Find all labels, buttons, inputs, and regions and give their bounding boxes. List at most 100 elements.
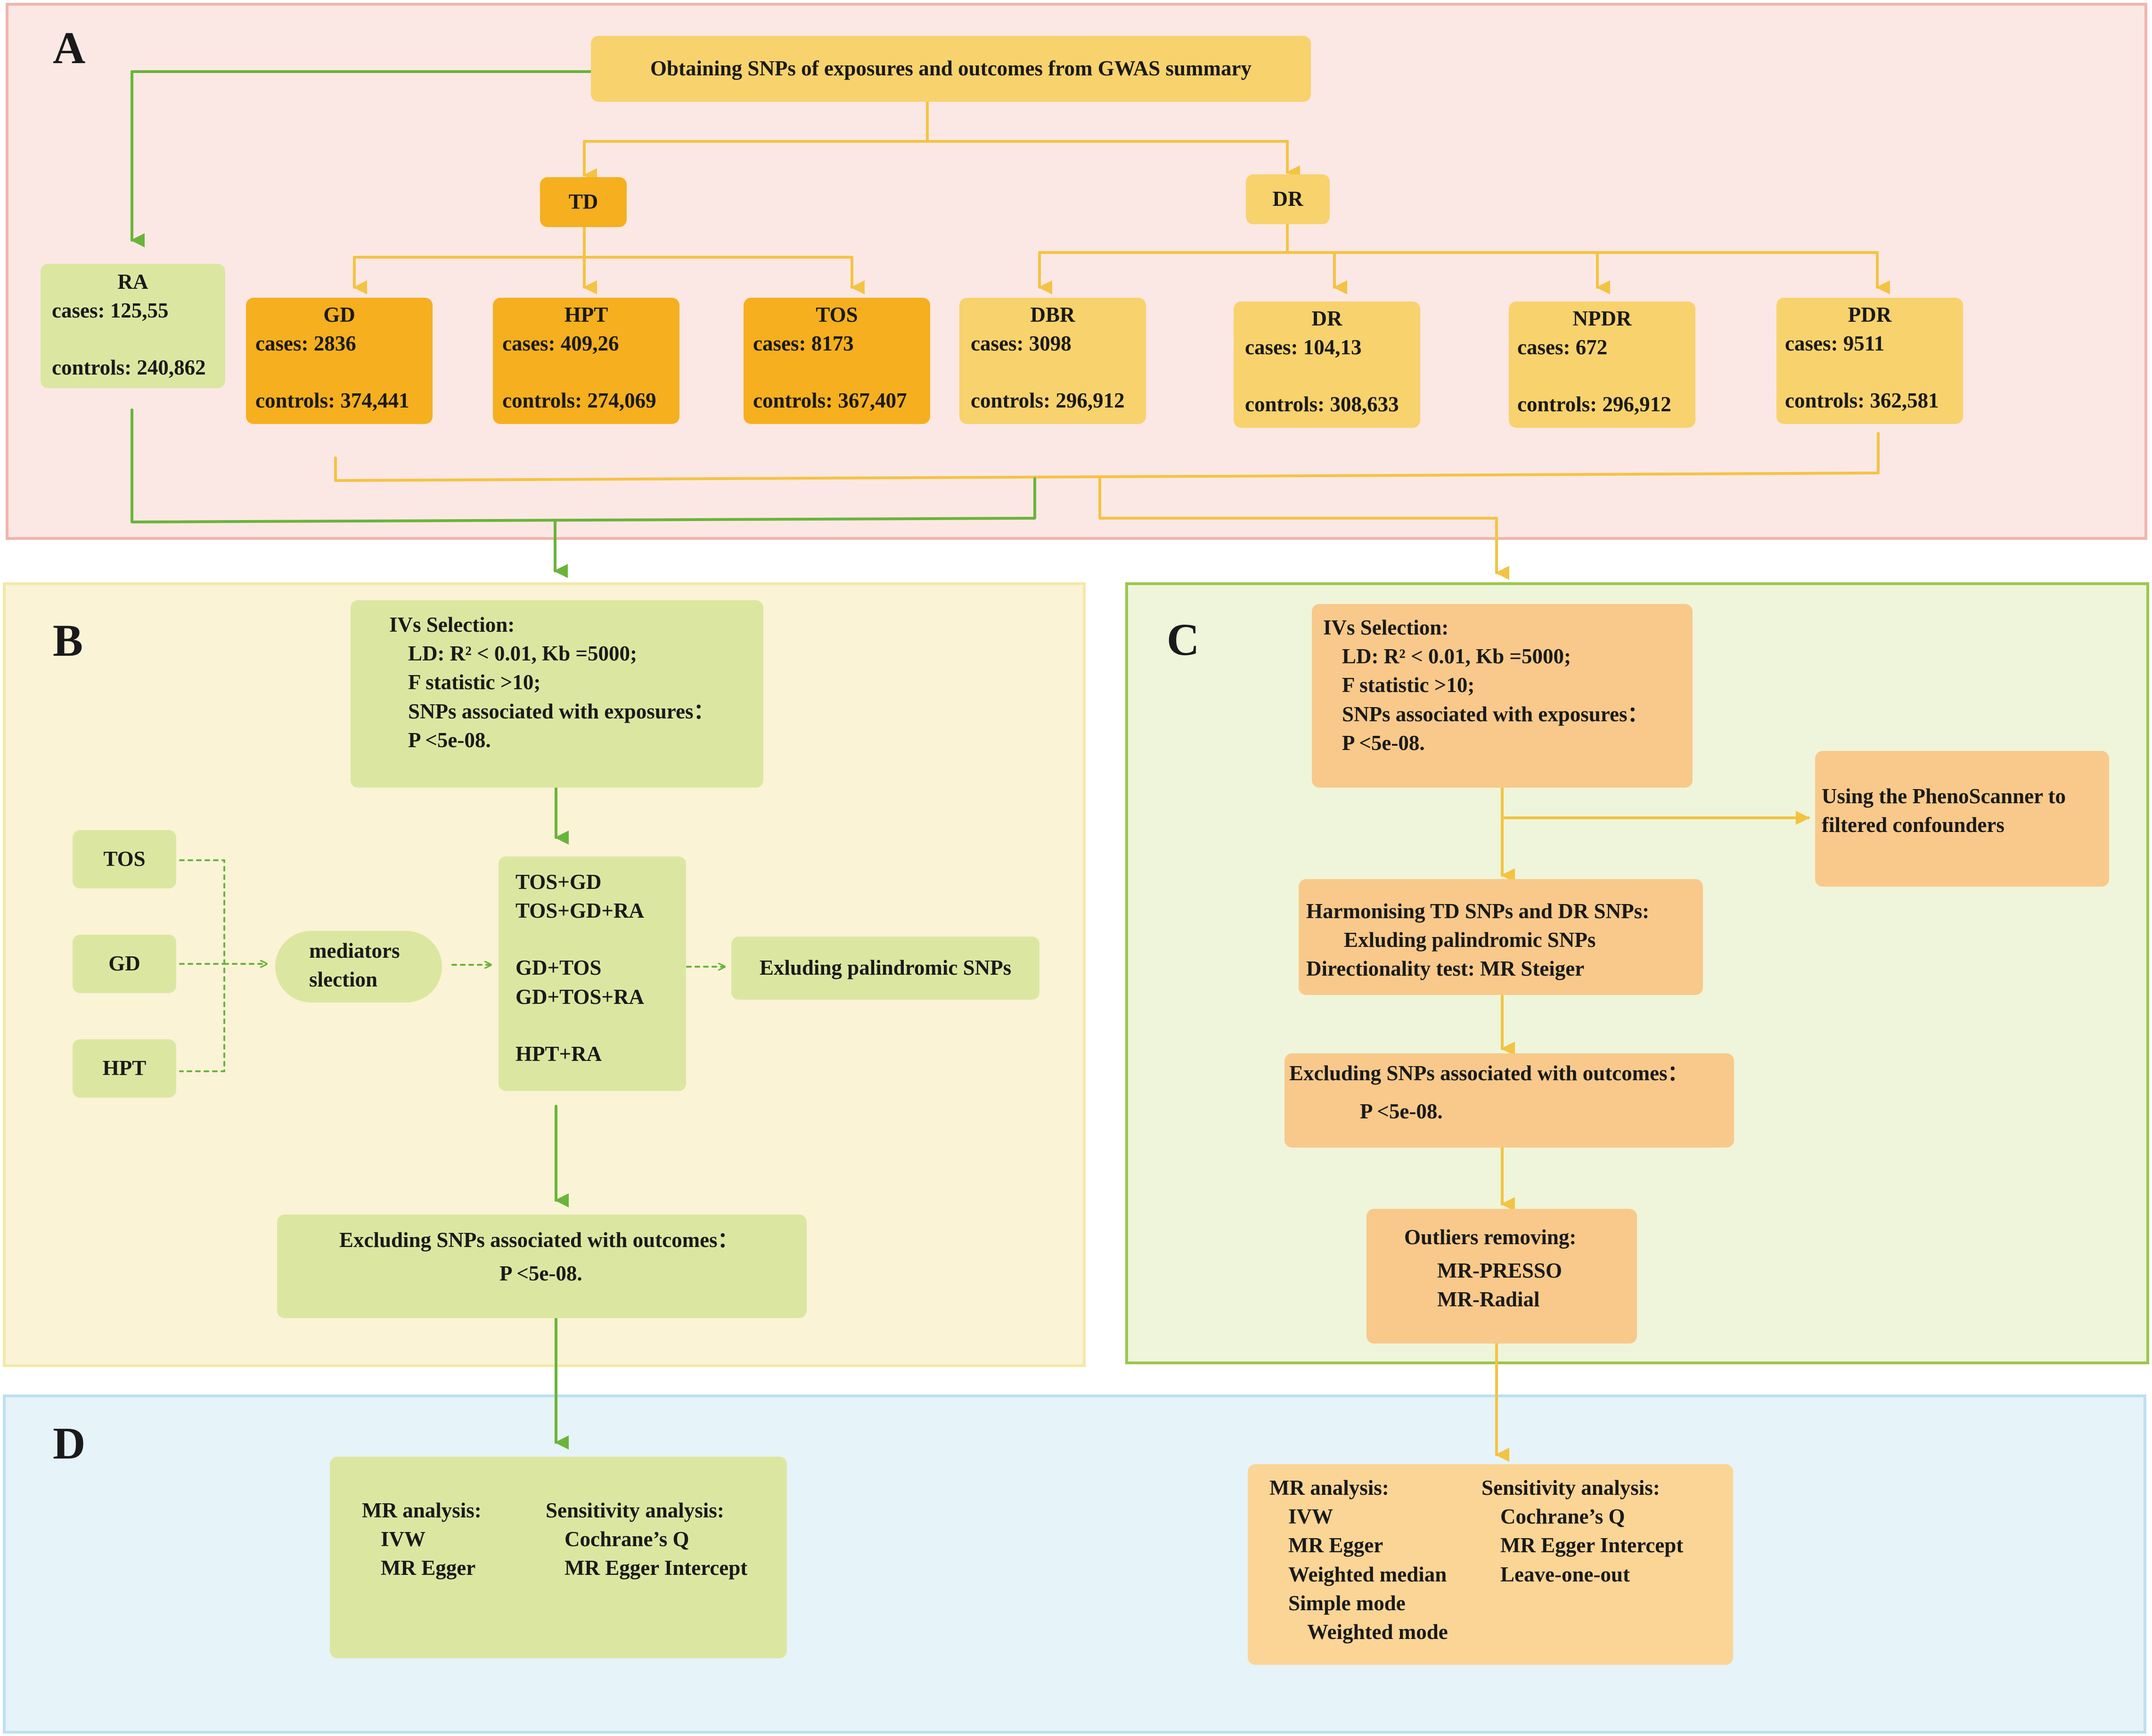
ivs-f-statistic: F statistic >10;: [408, 670, 541, 694]
arrow-a-to-c: [1098, 476, 1509, 580]
exposure-box-hpt: HPT cases: 409,26 controls: 274,069: [493, 298, 679, 424]
exposure-name: RA: [117, 270, 148, 293]
mr-analysis-item: Weighted mode: [1307, 1620, 1448, 1644]
analysis-box-right: MR analysis: IVW MR Egger Weighted media…: [1248, 1464, 1733, 1665]
gwas-source-box: Obtaining SNPs of exposures and outcomes…: [591, 36, 1311, 102]
hpt-box: HPT: [73, 1039, 176, 1098]
harmonising-steiger: Directionality test: MR Steiger: [1306, 957, 1585, 981]
outcome-box-pdr: PDR cases: 9511 controls: 362,581: [1776, 298, 1963, 424]
excluding-p: P <5e-08.: [1360, 1100, 1443, 1124]
arrow-source-to-ra: [131, 70, 594, 247]
ivs-snps: SNPs associated with exposures：: [408, 699, 715, 723]
exposure-box-gd: GD cases: 2836 controls: 374,441: [246, 298, 433, 424]
panel-label-c: C: [1167, 614, 1200, 665]
ivs-title: IVs Selection:: [1323, 616, 1449, 639]
exposure-name: HPT: [564, 303, 608, 326]
outcome-box-dbr: DBR cases: 3098 controls: 296,912: [959, 298, 1146, 424]
outliers-presso: MR-PRESSO: [1437, 1259, 1563, 1283]
mediators-selection-box: mediators slection: [275, 931, 442, 1002]
exposure-controls: controls: 367,407: [753, 389, 907, 413]
gd-label: GD: [108, 952, 140, 976]
combo-item: GD+TOS+RA: [515, 985, 645, 1009]
mr-analysis-item: Weighted median: [1288, 1562, 1447, 1586]
sensitivity-analysis-item: Cochrane’s Q: [565, 1527, 689, 1551]
exposure-controls: controls: 274,069: [502, 389, 656, 413]
outcome-box-npdr: NPDR cases: 672 controls: 296,912: [1509, 302, 1695, 428]
excluding-p: P <5e-08.: [499, 1262, 582, 1286]
sensitivity-analysis-item: Cochrane’s Q: [1500, 1505, 1625, 1529]
panel-label-b: B: [53, 615, 83, 666]
excluding-outcomes-box-b: Excluding SNPs associated with outcomes：…: [277, 1214, 807, 1318]
excluding-title: Excluding SNPs associated with outcomes：: [339, 1228, 739, 1252]
harmonising-box: Harmonising TD SNPs and DR SNPs: Exludin…: [1299, 879, 1703, 995]
combo-item: TOS+GD: [515, 870, 602, 894]
sensitivity-analysis-title: Sensitivity analysis:: [546, 1499, 724, 1522]
ivs-f-statistic: F statistic >10;: [1342, 673, 1475, 697]
harmonising-palindromic: Exluding palindromic SNPs: [1344, 928, 1596, 952]
excluding-outcomes-box-c: Excluding SNPs associated with outcomes：…: [1285, 1053, 1734, 1148]
mediators-line-1: mediators: [309, 939, 400, 962]
exposure-box-tos: TOS cases: 8173 controls: 367,407: [744, 298, 930, 424]
dr-box: DR: [1246, 174, 1330, 224]
mediators-line-2: slection: [309, 968, 377, 992]
gd-box: GD: [73, 935, 176, 993]
outcome-controls: controls: 362,581: [1785, 389, 1939, 413]
outcome-controls: controls: 308,633: [1245, 392, 1399, 416]
outcome-name: PDR: [1848, 303, 1892, 326]
mr-analysis-item: MR Egger: [1288, 1533, 1383, 1557]
ivs-ld: LD: R² < 0.01, Kb =5000;: [1342, 644, 1571, 668]
outliers-radial: MR-Radial: [1437, 1288, 1540, 1312]
ivs-p: P <5e-08.: [408, 728, 491, 752]
exluding-palindromic-text: Exluding palindromic SNPs: [759, 956, 1012, 980]
ivs-selection-box-c: IVs Selection: LD: R² < 0.01, Kb =5000; …: [1312, 604, 1693, 788]
td-box: TD: [540, 177, 627, 227]
analysis-box-left: MR analysis: IVW MR Egger Sensitivity an…: [330, 1457, 787, 1658]
panel-label-a: A: [53, 23, 86, 73]
hpt-label: HPT: [102, 1056, 147, 1080]
ivs-p: P <5e-08.: [1342, 731, 1425, 755]
combo-item: GD+TOS: [515, 956, 602, 980]
harmonising-title: Harmonising TD SNPs and DR SNPs:: [1306, 899, 1650, 923]
exposure-cases: cases: 8173: [753, 332, 854, 356]
mr-analysis-title: MR analysis:: [1269, 1476, 1389, 1500]
phenoscanner-box: Using the PhenoScanner to filtered confo…: [1815, 751, 2109, 887]
ivs-ld: LD: R² < 0.01, Kb =5000;: [408, 642, 638, 666]
mr-analysis-item: IVW: [381, 1527, 426, 1551]
sensitivity-analysis-title: Sensitivity analysis:: [1481, 1476, 1660, 1500]
sensitivity-analysis-item: Leave-one-out: [1500, 1562, 1630, 1586]
ivs-title: IVs Selection:: [389, 613, 515, 636]
outcome-controls: controls: 296,912: [1517, 392, 1671, 416]
mr-analysis-item: Simple mode: [1288, 1591, 1406, 1615]
tos-box: TOS: [73, 830, 176, 888]
exposure-controls: controls: 374,441: [255, 389, 409, 413]
exposure-box-ra: RA cases: 125,55 controls: 240,862: [41, 264, 225, 388]
outcome-name: DBR: [1030, 303, 1075, 326]
exposure-controls: controls: 240,862: [52, 356, 206, 380]
exposure-name: GD: [323, 303, 355, 326]
exposure-name: TOS: [816, 303, 858, 326]
gwas-source-text: Obtaining SNPs of exposures and outcomes…: [650, 57, 1252, 81]
exposure-cases: cases: 409,26: [502, 332, 619, 356]
outcome-cases: cases: 3098: [971, 332, 1072, 356]
ivs-selection-box-b: IVs Selection: LD: R² < 0.01, Kb =5000; …: [351, 600, 763, 788]
panel-label-d: D: [53, 1418, 86, 1468]
outcome-controls: controls: 296,912: [971, 389, 1125, 413]
outcome-cases: cases: 672: [1517, 335, 1608, 359]
mr-analysis-title: MR analysis:: [362, 1499, 482, 1522]
outcome-name: DR: [1311, 307, 1342, 330]
phenoscanner-line-1: Using the PhenoScanner to: [1822, 784, 2066, 808]
outliers-box: Outliers removing: MR-PRESSO MR-Radial: [1366, 1209, 1637, 1344]
outliers-title: Outliers removing:: [1404, 1225, 1577, 1249]
combo-item: TOS+GD+RA: [515, 899, 645, 923]
exposure-cases: cases: 2836: [255, 332, 356, 356]
exluding-palindromic-box-b: Exluding palindromic SNPs: [731, 937, 1039, 1000]
dr-label: DR: [1272, 187, 1303, 211]
outcome-name: NPDR: [1572, 307, 1632, 330]
sensitivity-analysis-item: MR Egger Intercept: [565, 1556, 748, 1580]
tos-label: TOS: [103, 847, 146, 871]
combo-item: HPT+RA: [515, 1042, 602, 1066]
mr-analysis-item: MR Egger: [381, 1556, 476, 1580]
td-label: TD: [568, 190, 598, 214]
combinations-box: TOS+GD TOS+GD+RA GD+TOS GD+TOS+RA HPT+RA: [499, 856, 686, 1091]
